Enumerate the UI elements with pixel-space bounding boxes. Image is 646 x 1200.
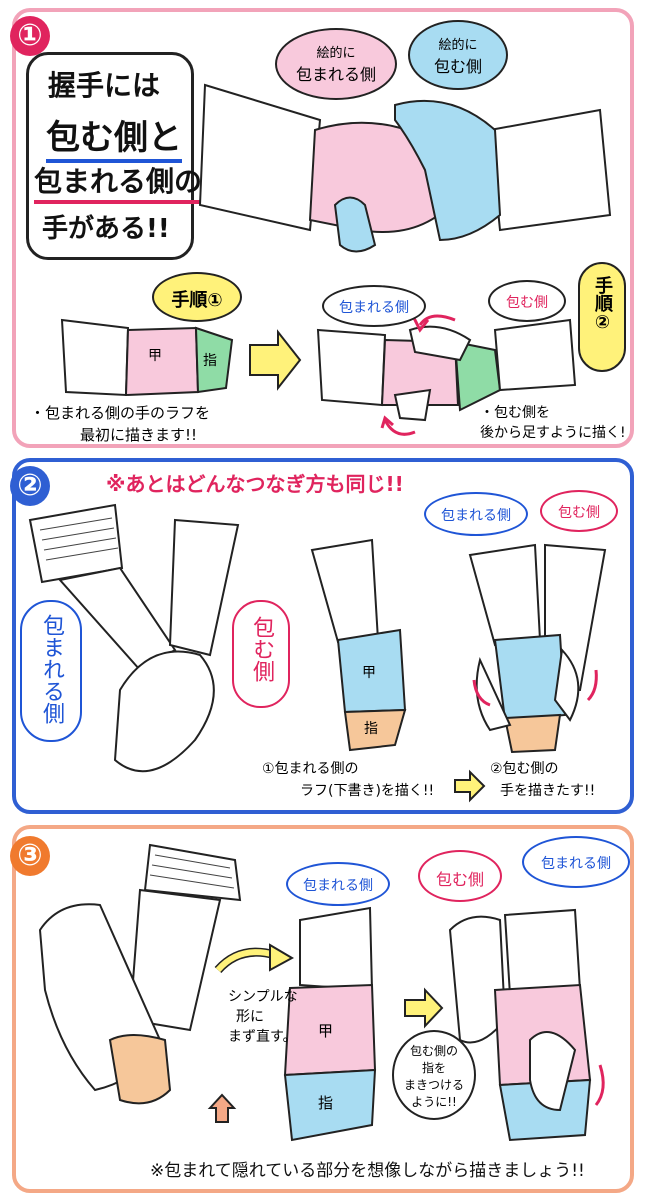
step-1-note-line-1: ①包まれる側の bbox=[262, 761, 359, 777]
wrapped-label-1-text: 包まれる側 bbox=[339, 300, 409, 316]
wrapped-label-3-right: 包まれる側 bbox=[522, 836, 630, 888]
wrapped-label-3-text: 包まれる側 bbox=[303, 878, 373, 894]
note-2-line-2: 後から足すように描く! bbox=[480, 425, 626, 441]
wrapped-vertical-label: 包まれる側 bbox=[20, 600, 82, 742]
section-3-footer: ※包まれて隠れている部分を想像しながら描きましょう!! bbox=[150, 1161, 585, 1181]
title-line-1: 握手には bbox=[48, 69, 161, 102]
step-2-note-line-1: ②包む側の bbox=[490, 761, 559, 777]
wrapping-label-3-text: 包む側 bbox=[435, 870, 484, 889]
note-1-line-2: 最初に描きます!! bbox=[80, 426, 198, 444]
wrap-fingers-bubble: 包む側の 指を まきつける ように!! bbox=[392, 1030, 476, 1120]
section-1-panel bbox=[12, 8, 634, 448]
simplify-note-line-3: まず直す。 bbox=[228, 1029, 297, 1045]
wrapping-label-1: 包む側 bbox=[488, 280, 566, 322]
step-1-label: 手順① bbox=[152, 272, 242, 322]
section-2-panel bbox=[12, 458, 634, 814]
wrapped-vertical-text: 包まれる側 bbox=[39, 614, 64, 724]
simplify-note-line-1: シンプルな bbox=[228, 989, 298, 1005]
bubble-wrapping-line2: 包む側 bbox=[433, 57, 482, 76]
section-1-number: ① bbox=[10, 16, 50, 56]
step-2-text: 手順② bbox=[592, 276, 613, 333]
back-label-2: 甲 bbox=[362, 665, 376, 681]
title-line-4: 手がある!! bbox=[42, 214, 170, 244]
section-2-number: ② bbox=[10, 466, 50, 506]
title-box bbox=[26, 52, 194, 260]
step-2-label: 手順② bbox=[578, 262, 626, 372]
wrap-fingers-line-1: 包む側の bbox=[409, 1044, 458, 1058]
finger-label-2: 指 bbox=[364, 721, 378, 737]
wrapped-label-3: 包まれる側 bbox=[286, 862, 390, 906]
wrap-fingers-line-2: 指を bbox=[421, 1061, 446, 1075]
back-label-3: 甲 bbox=[318, 1022, 334, 1040]
step-2-note-line-2: 手を描きたす!! bbox=[500, 783, 596, 799]
section-2-headline: ※あとはどんなつなぎ方も同じ!! bbox=[106, 472, 404, 496]
title-line-3: 包まれる側の bbox=[34, 160, 203, 204]
bubble-drawn-wrapped: 絵的に 包まれる側 bbox=[275, 28, 397, 100]
wrapped-label-2-text: 包まれる側 bbox=[441, 508, 511, 524]
wrapped-label-1: 包まれる側 bbox=[322, 285, 426, 327]
finger-label-3: 指 bbox=[318, 1094, 334, 1112]
wrapping-vertical-text: 包む側 bbox=[249, 616, 274, 682]
back-of-hand-label-1: 甲 bbox=[148, 348, 162, 364]
step-1-text: 手順① bbox=[171, 290, 223, 311]
title-line-2: 包む側と bbox=[46, 110, 182, 163]
finger-label-1: 指 bbox=[203, 353, 217, 369]
wrap-fingers-line-3: まきつける bbox=[403, 1078, 464, 1092]
bubble-wrapping-line1: 絵的に bbox=[438, 38, 478, 53]
wrapped-label-3-right-text: 包まれる側 bbox=[541, 856, 611, 872]
note-2-line-1: ・包む側を bbox=[480, 405, 550, 421]
wrapping-label-3: 包む側 bbox=[418, 850, 502, 902]
bubble-wrapped-line2: 包まれる側 bbox=[295, 65, 376, 84]
bubble-wrapped-line1: 絵的に bbox=[316, 46, 356, 61]
wrapping-vertical-label: 包む側 bbox=[232, 600, 290, 708]
section-3-panel bbox=[12, 825, 634, 1193]
section-3-number: ③ bbox=[10, 836, 50, 876]
step-1-note-line-2: ラフ(下書き)を描く!! bbox=[300, 783, 435, 799]
wrap-fingers-line-4: ように!! bbox=[411, 1095, 457, 1109]
simplify-note-line-2: 形に bbox=[236, 1009, 264, 1025]
wrapped-label-2: 包まれる側 bbox=[424, 492, 528, 536]
note-1-line-1: ・包まれる側の手のラフを bbox=[30, 404, 211, 422]
bubble-drawn-wrapping: 絵的に 包む側 bbox=[408, 20, 508, 90]
wrapping-label-2-text: 包む側 bbox=[558, 505, 600, 521]
wrapping-label-2: 包む側 bbox=[540, 490, 618, 532]
wrapping-label-1-text: 包む側 bbox=[506, 295, 548, 311]
